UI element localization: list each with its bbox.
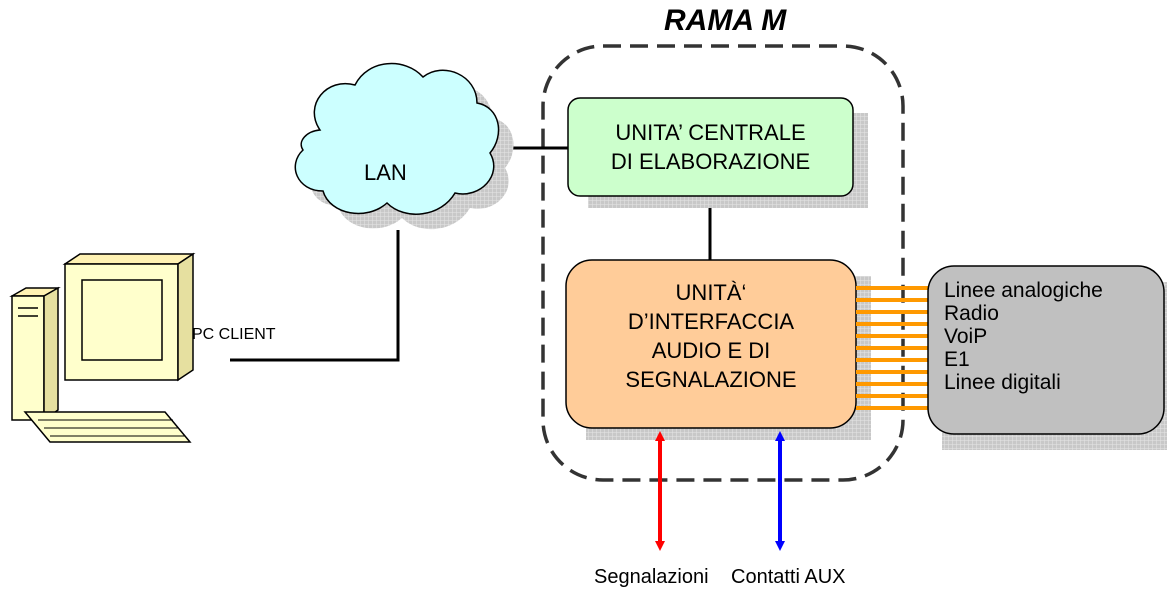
diagram-title: RAMA M xyxy=(664,4,787,37)
bus-lines xyxy=(856,286,930,410)
signals-label: Segnalazioni xyxy=(594,566,709,588)
line-item: Radio xyxy=(944,302,999,325)
line-item: E1 xyxy=(944,348,970,371)
lines-box xyxy=(927,265,1165,435)
interface-label: UNITÀ‘ D’INTERFACCIA AUDIO E DI SEGNALAZ… xyxy=(625,280,797,392)
lines-list: Linee analogiche Radio VoiP E1 Linee dig… xyxy=(944,279,1103,394)
aux-label: Contatti AUX xyxy=(731,566,846,588)
cpu-label: UNITA’ CENTRALE DI ELABORAZIONE xyxy=(610,120,811,174)
line-item: Linee analogiche xyxy=(944,279,1103,302)
line-item: Linee digitali xyxy=(944,371,1061,394)
pc-client-label: PC CLIENT xyxy=(192,326,276,343)
cpu-box xyxy=(567,97,854,197)
lan-label: LAN xyxy=(364,160,407,185)
pc-to-lan-connector xyxy=(230,230,400,362)
pc-client-icon xyxy=(9,252,196,443)
rama-m-enclosure xyxy=(541,44,905,482)
lan-cloud xyxy=(294,62,500,215)
interface-box xyxy=(565,259,857,429)
line-item: VoiP xyxy=(944,325,988,348)
